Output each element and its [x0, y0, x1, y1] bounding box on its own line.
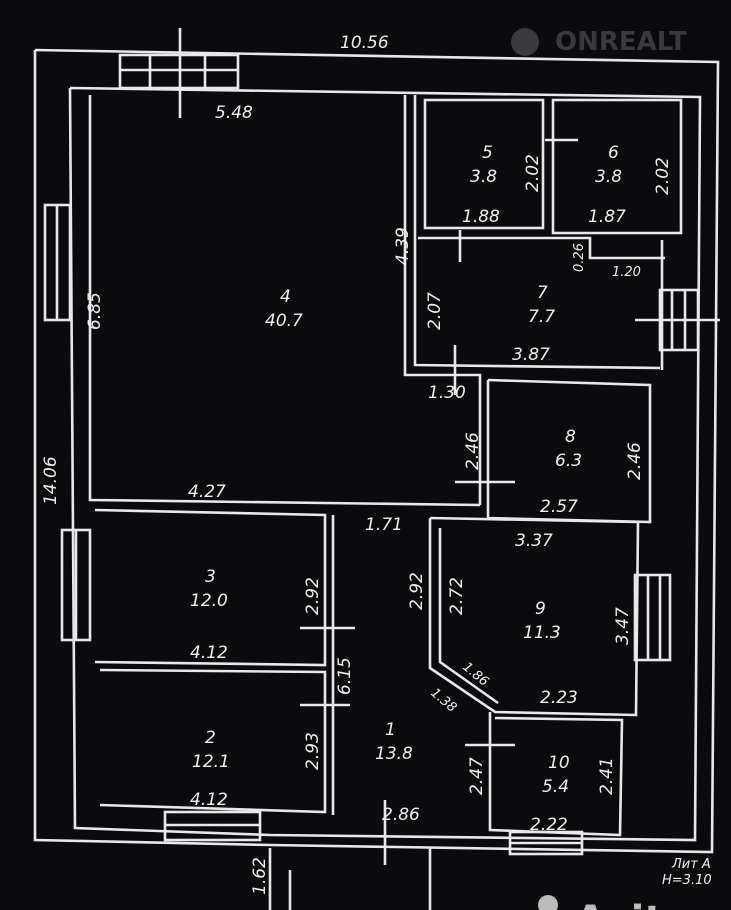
- dim: 2.93: [303, 732, 323, 770]
- room-6-area: 3.8: [595, 167, 622, 187]
- room-2-no: 2: [205, 728, 216, 748]
- room-4-no: 4: [280, 287, 291, 307]
- dim: 2.92: [407, 572, 427, 610]
- dim: 2.41: [597, 757, 617, 795]
- dim: 2.02: [523, 154, 543, 192]
- room-9-area: 11.3: [523, 623, 561, 643]
- room-2-area: 12.1: [192, 752, 230, 772]
- stamp-lit: Лит А: [671, 857, 711, 872]
- dim: 2.02: [653, 157, 673, 195]
- dim: 3.87: [512, 345, 550, 365]
- dim: 2.46: [463, 432, 483, 470]
- room-7-no: 7: [537, 283, 548, 303]
- room-7-area: 7.7: [528, 307, 555, 327]
- room-10-area: 5.4: [542, 777, 569, 797]
- dim: 1.20: [612, 265, 641, 280]
- avito-logo-icon: [538, 895, 558, 910]
- dim: 1.86: [459, 660, 491, 690]
- room-8-area: 6.3: [555, 451, 582, 471]
- room-10-no: 10: [548, 753, 570, 773]
- room-labels: 1 13.8 2 12.1 3 12.0 4 40.7 5 3.8 6 3.8 …: [190, 143, 622, 797]
- room-9-no: 9: [535, 599, 546, 619]
- dim: 3.37: [515, 531, 553, 551]
- room-3-area: 12.0: [190, 591, 228, 611]
- dim: 2.07: [425, 292, 445, 330]
- room-6-no: 6: [608, 143, 619, 163]
- dim: 2.23: [540, 688, 578, 708]
- stamp-height: Н=3.10: [662, 873, 712, 888]
- dim: 0.26: [572, 243, 587, 272]
- room-5-no: 5: [482, 143, 493, 163]
- room-5-area: 3.8: [470, 167, 497, 187]
- dim: 3.47: [613, 607, 633, 645]
- dim-overall-height: 14.06: [41, 456, 61, 505]
- watermark-avito: Avito: [575, 898, 691, 910]
- dim: 6.15: [335, 657, 355, 695]
- watermark-logo-icon: [511, 28, 539, 56]
- dim-overall-width: 10.56: [340, 33, 389, 53]
- dim: 2.47: [467, 757, 487, 795]
- watermark-onrealt: ONREALT: [555, 27, 687, 57]
- dim: 1.38: [427, 686, 459, 716]
- dim: 2.92: [303, 577, 323, 615]
- room-1-area: 13.8: [375, 744, 413, 764]
- dim: 6.85: [85, 292, 105, 330]
- dim: 1.30: [428, 383, 466, 403]
- dim: 5.48: [215, 103, 253, 123]
- walls: [33, 28, 720, 910]
- dim: 2.86: [382, 805, 420, 825]
- dim: 1.87: [588, 207, 626, 227]
- room-4-area: 40.7: [265, 311, 303, 331]
- room-1-no: 1: [385, 720, 396, 740]
- dimension-labels: 5.48 6.85 4.39 4.27 2.02 2.02 1.88 1.87 …: [85, 103, 673, 895]
- dim: 4.39: [393, 227, 413, 265]
- dim: 1.71: [365, 515, 403, 535]
- dim: 1.62: [250, 857, 270, 895]
- dim: 4.12: [190, 643, 228, 663]
- dim: 2.57: [540, 497, 578, 517]
- room-3-no: 3: [205, 567, 216, 587]
- room-8-no: 8: [565, 427, 576, 447]
- dim: 2.22: [530, 815, 568, 835]
- dim: 4.27: [188, 482, 226, 502]
- dim: 2.72: [447, 577, 467, 615]
- dim: 2.46: [625, 442, 645, 480]
- dim: 1.88: [462, 207, 500, 227]
- dim: 4.12: [190, 790, 228, 810]
